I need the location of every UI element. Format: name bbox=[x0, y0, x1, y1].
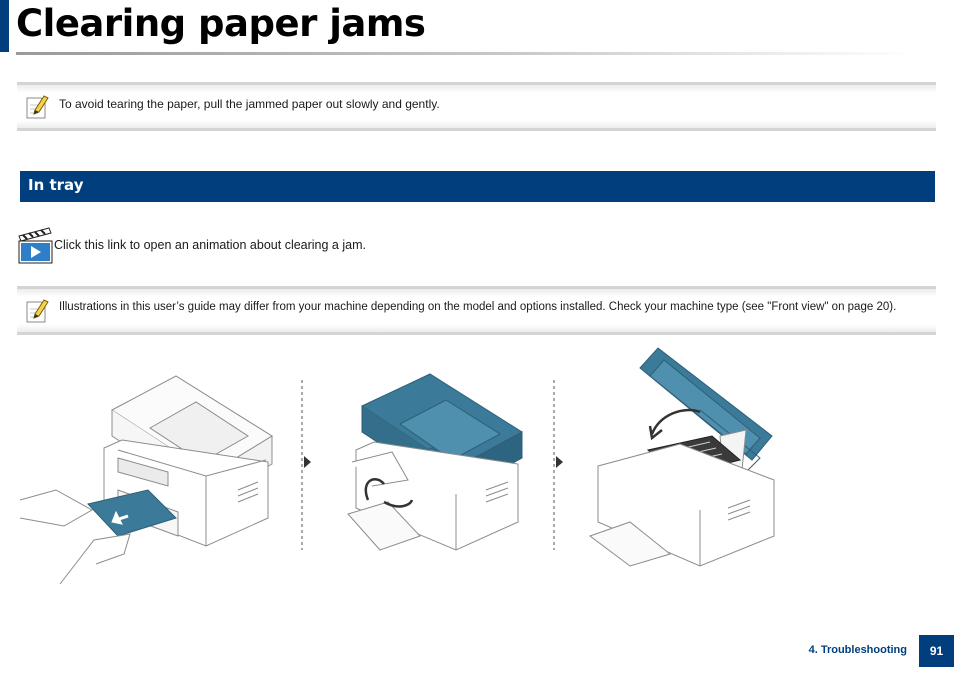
section-title: In tray bbox=[28, 176, 84, 194]
title-divider bbox=[16, 52, 916, 55]
step-3-lift-lid-illustration bbox=[588, 347, 775, 567]
note-box: Illustrations in this user’s guide may d… bbox=[17, 286, 936, 335]
title-accent-bar bbox=[0, 0, 9, 52]
section-header: In tray bbox=[20, 171, 935, 202]
animation-link-text[interactable]: Click this link to open an animation abo… bbox=[54, 238, 366, 252]
page-number: 91 bbox=[919, 635, 954, 667]
note-box: To avoid tearing the paper, pull the jam… bbox=[17, 82, 936, 131]
arrow-right-icon bbox=[556, 456, 563, 468]
step-1-pull-paper-illustration bbox=[19, 375, 273, 585]
play-clapperboard-icon[interactable] bbox=[18, 227, 53, 265]
footer-section-label: 4. Troubleshooting bbox=[808, 644, 907, 656]
page-title: Clearing paper jams bbox=[16, 2, 426, 45]
step-2-open-scanner-illustration bbox=[347, 373, 523, 551]
pencil-note-icon bbox=[26, 299, 49, 323]
note-text: To avoid tearing the paper, pull the jam… bbox=[59, 97, 440, 111]
note-text: Illustrations in this user’s guide may d… bbox=[59, 301, 897, 313]
jam-clearing-illustrations bbox=[19, 347, 775, 585]
arrow-right-icon bbox=[304, 456, 311, 468]
pencil-note-icon bbox=[26, 95, 49, 119]
animation-link[interactable]: Click this link to open an animation abo… bbox=[18, 227, 366, 265]
